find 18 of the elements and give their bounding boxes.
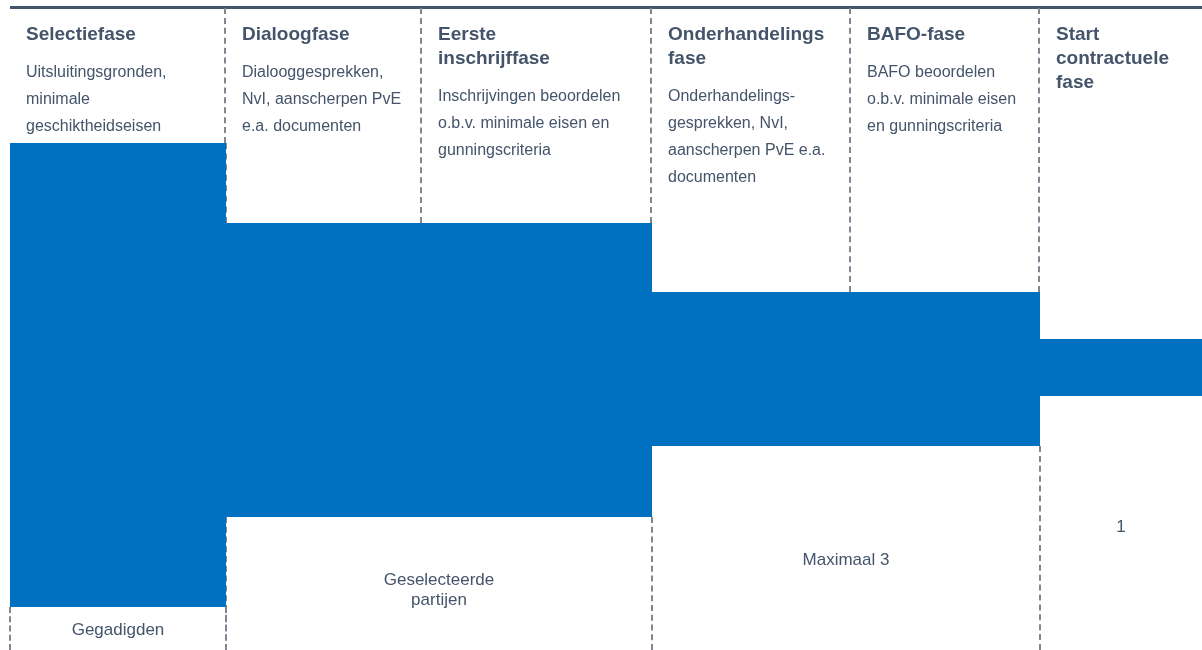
funnel-bar — [652, 292, 1040, 446]
funnel-bar — [10, 143, 226, 607]
phase-description: BAFO beoordelen o.b.v. minimale eisen en gunningscriteria — [867, 62, 1018, 136]
count-label: Maximaal 3 — [801, 550, 891, 570]
phase-heading: Dialoogfase — [242, 22, 351, 46]
phase-description: Uitsluitingsgronden, minimale geschiktheidseisen — [26, 62, 168, 136]
phase-heading: Selectiefase — [26, 22, 137, 46]
phase-heading: BAFO-fase — [867, 22, 967, 46]
phase-heading: Eerste inschrijffase — [438, 22, 551, 70]
count-label: 1 — [1115, 517, 1127, 537]
phase-heading: Start contractuele fase — [1056, 22, 1170, 94]
phase-description: Inschrijvingen beoordelen o.b.v. minimale eisen en gunningscriteria — [438, 86, 622, 160]
count-label: Gegadigden — [70, 620, 166, 640]
funnel-bar — [1040, 339, 1202, 396]
phase-description: Dialooggesprekken, NvI, aanscherpen PvE e.a. documenten — [242, 62, 403, 136]
phase-heading: Onderhandelings fase — [668, 22, 826, 70]
phase-description: Onderhandelings- gesprekken, NvI, aanscherpen PvE e.a. documenten — [668, 86, 827, 187]
count-label: Geselecteerde partijen — [382, 570, 496, 610]
